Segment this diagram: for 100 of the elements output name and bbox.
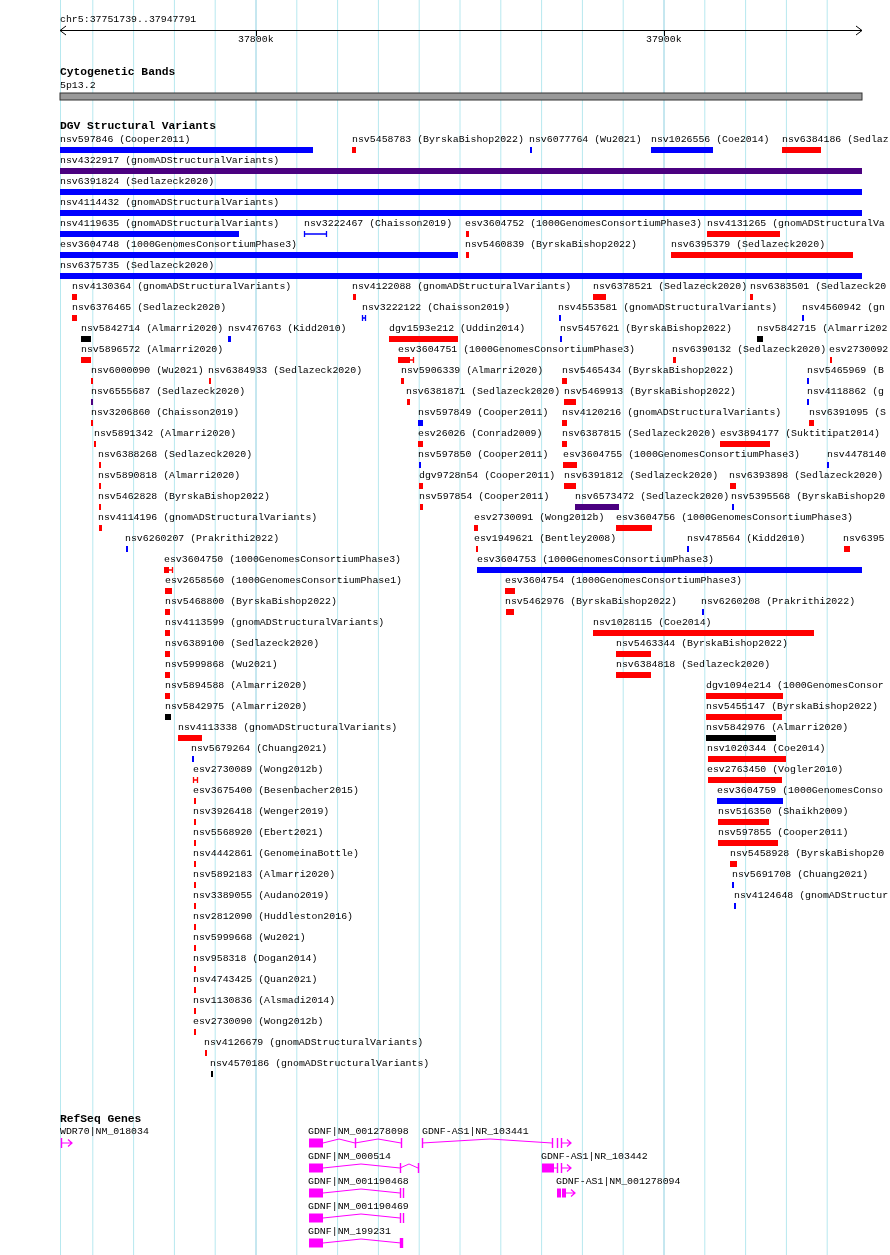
variant-label: nsv6000090 (Wu2021): [91, 365, 204, 377]
variant-label: nsv3222467 (Chaisson2019): [304, 218, 453, 230]
variant-label: nsv5894588 (Almarri2020): [165, 680, 308, 692]
variant-label: nsv958318 (Dogan2014): [193, 953, 318, 965]
variant-label: nsv4131265 (gnomADStructuralVa: [707, 218, 885, 230]
variant-label: nsv6383501 (Sedlazeck20: [750, 281, 887, 293]
variant-label: nsv5469913 (ByrskaBishop2022): [564, 386, 736, 398]
variant-label: nsv5891342 (Almarri2020): [94, 428, 237, 440]
variant-label: nsv597854 (Cooper2011): [419, 491, 550, 503]
variant-label: nsv3389055 (Audano2019): [193, 890, 330, 902]
variant-label: nsv5462828 (ByrskaBishop2022): [98, 491, 270, 503]
variant-label: nsv5906339 (Almarri2020): [401, 365, 544, 377]
variant-label: dgv1593e212 (Uddin2014): [389, 323, 526, 335]
genomic-position-label: chr5:37751739..37947791: [60, 14, 197, 26]
variant-label: nsv6389100 (Sedlazeck2020): [165, 638, 320, 650]
variant-label: nsv6260208 (Prakrithi2022): [701, 596, 856, 608]
gene-label: GDNF-AS1|NR_103442: [541, 1151, 648, 1163]
variant-label: esv2730090 (Wong2012b): [193, 1016, 324, 1028]
variant-label: nsv4120216 (gnomADStructuralVariants): [562, 407, 782, 419]
gene-label: GDNF|NM_000514: [308, 1151, 391, 1163]
variant-label: nsv4118862 (g: [807, 386, 885, 398]
variant-label: nsv6260207 (Prakrithi2022): [125, 533, 280, 545]
variant-label: nsv6388268 (Sedlazeck2020): [98, 449, 253, 461]
variant-label: nsv5462976 (ByrskaBishop2022): [505, 596, 677, 608]
variant-label: nsv5842975 (Almarri2020): [165, 701, 308, 713]
variant-label: nsv5455147 (ByrskaBishop2022): [706, 701, 878, 713]
variant-label: nsv5679264 (Chuang2021): [191, 743, 328, 755]
variant-label: esv2730089 (Wong2012b): [193, 764, 324, 776]
variant-label: esv3604756 (1000GenomesConsortiumPhase3): [616, 512, 854, 524]
axis-tick-label: 37800k: [238, 34, 274, 46]
variant-label: nsv5999868 (Wu2021): [165, 659, 278, 671]
variant-label: esv3604754 (1000GenomesConsortiumPhase3): [505, 575, 743, 587]
variant-label: nsv4130364 (gnomADStructuralVariants): [72, 281, 292, 293]
variant-label: nsv5890818 (Almarri2020): [98, 470, 241, 482]
variant-label: nsv476763 (Kidd2010): [228, 323, 347, 335]
variant-label: nsv4442861 (GenomeinaBottle): [193, 848, 359, 860]
variant-label: nsv6391812 (Sedlazeck2020): [564, 470, 719, 482]
cytoband-label: 5p13.2: [60, 80, 96, 92]
variant-label: nsv3206860 (Chaisson2019): [91, 407, 240, 419]
variant-label: nsv4560942 (gn: [802, 302, 885, 314]
variant-label: esv3604751 (1000GenomesConsortiumPhase3): [398, 344, 636, 356]
variant-label: nsv1028115 (Coe2014): [593, 617, 712, 629]
variant-label: nsv597855 (Cooper2011): [718, 827, 849, 839]
variant-label: nsv6391095 (S: [809, 407, 887, 419]
variant-label: nsv597850 (Cooper2011): [418, 449, 549, 461]
gene-label: GDNF|NM_199231: [308, 1226, 391, 1238]
track-heading: Cytogenetic Bands: [60, 66, 176, 78]
variant-label: nsv4322917 (gnomADStructuralVariants): [60, 155, 280, 167]
variant-label: nsv5842714 (Almarri2020): [81, 323, 224, 335]
variant-label: nsv5395568 (ByrskaBishop20: [731, 491, 886, 503]
variant-label: nsv6393898 (Sedlazeck2020): [729, 470, 884, 482]
variant-label: nsv6376465 (Sedlazeck2020): [72, 302, 227, 314]
gene-label: GDNF-AS1|NM_001278094: [556, 1176, 681, 1188]
variant-label: nsv5465434 (ByrskaBishop2022): [562, 365, 734, 377]
variant-label: nsv4124648 (gnomADStructur: [734, 890, 889, 902]
variant-label: nsv597849 (Cooper2011): [418, 407, 549, 419]
variant-label: nsv6573472 (Sedlazeck2020): [575, 491, 730, 503]
variant-label: nsv5468800 (ByrskaBishop2022): [165, 596, 337, 608]
variant-label: nsv1026556 (Coe2014): [651, 134, 770, 146]
variant-label: nsv516350 (Shaikh2009): [718, 806, 849, 818]
variant-label: nsv6390132 (Sedlazeck2020): [672, 344, 827, 356]
variant-label: esv3894177 (Suktitipat2014): [720, 428, 880, 440]
axis-tick-label: 37900k: [646, 34, 682, 46]
variant-label: nsv5842715 (Almarri202: [757, 323, 888, 335]
variant-label: nsv5460839 (ByrskaBishop2022): [465, 239, 637, 251]
variant-label: nsv4126679 (gnomADStructuralVariants): [204, 1037, 424, 1049]
variant-label: nsv6378521 (Sedlazeck2020): [593, 281, 748, 293]
variant-label: nsv4114432 (gnomADStructuralVariants): [60, 197, 280, 209]
variant-label: nsv1020344 (Coe2014): [707, 743, 826, 755]
variant-label: nsv5896572 (Almarri2020): [81, 344, 224, 356]
gene-label: GDNF-AS1|NR_103441: [422, 1126, 529, 1138]
variant-label: nsv4113338 (gnomADStructuralVariants): [178, 722, 398, 734]
variant-label: esv2730092: [829, 344, 889, 356]
variant-label: nsv5465969 (B: [807, 365, 885, 377]
variant-label: esv3604755 (1000GenomesConsortiumPhase3): [563, 449, 801, 461]
track-heading: RefSeq Genes: [60, 1113, 142, 1125]
variant-label: nsv4114196 (gnomADStructuralVariants): [98, 512, 318, 524]
variant-label: nsv6384818 (Sedlazeck2020): [616, 659, 771, 671]
variant-label: nsv5463344 (ByrskaBishop2022): [616, 638, 788, 650]
variant-label: nsv5457621 (ByrskaBishop2022): [560, 323, 732, 335]
variant-label: nsv478564 (Kidd2010): [687, 533, 806, 545]
variant-label: esv3604748 (1000GenomesConsortiumPhase3): [60, 239, 298, 251]
variant-label: nsv6395: [843, 533, 885, 545]
variant-label: nsv6381871 (Sedlazeck2020): [406, 386, 561, 398]
variant-label: nsv4122088 (gnomADStructuralVariants): [352, 281, 572, 293]
variant-label: nsv6391824 (Sedlazeck2020): [60, 176, 215, 188]
variant-label: nsv5892183 (Almarri2020): [193, 869, 336, 881]
variant-label: nsv6384933 (Sedlazeck2020): [208, 365, 363, 377]
variant-label: esv3604750 (1000GenomesConsortiumPhase3): [164, 554, 402, 566]
variant-label: nsv5458783 (ByrskaBishop2022): [352, 134, 524, 146]
gene-label: GDNF|NM_001278098: [308, 1126, 409, 1138]
variant-label: esv3604752 (1000GenomesConsortiumPhase3): [465, 218, 703, 230]
variant-label: nsv4119635 (gnomADStructuralVariants): [60, 218, 280, 230]
variant-label: nsv4478140: [827, 449, 887, 461]
variant-label: nsv6395379 (Sedlazeck2020): [671, 239, 826, 251]
variant-label: nsv4743425 (Quan2021): [193, 974, 318, 986]
gene-label: GDNF|NM_001190468: [308, 1176, 409, 1188]
variant-label: nsv3222122 (Chaisson2019): [362, 302, 511, 314]
variant-label: nsv4113599 (gnomADStructuralVariants): [165, 617, 385, 629]
variant-label: nsv5999668 (Wu2021): [193, 932, 306, 944]
